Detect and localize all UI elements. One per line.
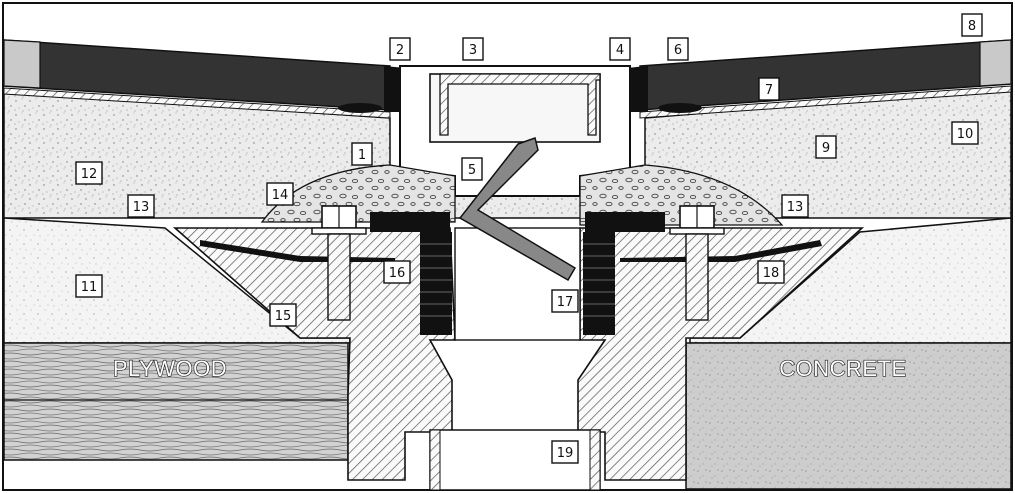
callout-label: 4 — [616, 43, 624, 58]
callout-5: 5 — [461, 157, 483, 181]
bond-bead-right — [658, 103, 702, 113]
callout-17: 17 — [551, 289, 579, 313]
callout-7: 7 — [758, 77, 780, 101]
callout-4: 4 — [609, 37, 631, 61]
callout-label: 10 — [957, 127, 974, 142]
callout-label: 3 — [469, 43, 477, 58]
callout-label: 14 — [272, 188, 289, 203]
callout-label: 7 — [765, 83, 773, 98]
outlet-pipe-wall-left — [429, 429, 441, 491]
callout-16: 16 — [383, 260, 411, 284]
callout-label: 19 — [557, 446, 574, 461]
callout-label: 1 — [358, 148, 366, 163]
callout-11: 11 — [75, 274, 103, 298]
bolt-right — [669, 205, 725, 321]
clamp-membrane-right — [620, 240, 822, 262]
pebble-fill-left — [260, 164, 456, 223]
bolt-left — [311, 205, 367, 321]
concrete-label: CONCRETE — [779, 356, 906, 381]
outlet-pipe-wall-right — [589, 429, 601, 491]
callout-15: 15 — [269, 303, 297, 327]
callout-6: 6 — [667, 37, 689, 61]
sealant-right — [626, 66, 648, 112]
callout-13: 13 — [781, 194, 809, 218]
callout-label: 12 — [81, 167, 98, 182]
callout-19: 19 — [551, 440, 579, 464]
callout-label: 13 — [133, 200, 150, 215]
clamp-membrane-left — [200, 240, 395, 262]
callout-label: 16 — [389, 266, 406, 281]
callout-12: 12 — [75, 161, 103, 185]
callout-label: 17 — [557, 295, 574, 310]
pebble-fill-right — [579, 164, 784, 226]
membrane-left — [3, 87, 391, 119]
gasket-right — [583, 212, 665, 335]
callout-14: 14 — [266, 182, 294, 206]
callout-8: 8 — [961, 13, 983, 37]
gasket-left — [370, 212, 452, 335]
grate — [439, 73, 601, 136]
callout-label: 11 — [81, 280, 98, 295]
callout-2: 2 — [389, 37, 411, 61]
tile-left-edge — [3, 39, 41, 89]
bond-bead-left — [338, 103, 382, 113]
callout-18: 18 — [757, 260, 785, 284]
callout-label: 8 — [968, 19, 976, 34]
plywood-substrate — [3, 342, 349, 461]
drain-body-right — [577, 227, 865, 481]
callout-label: 6 — [674, 43, 682, 58]
callout-label: 18 — [763, 266, 780, 281]
callout-10: 10 — [951, 121, 979, 145]
tile-right-edge — [979, 39, 1012, 87]
callout-label: 15 — [275, 309, 292, 324]
trap-flap — [458, 137, 577, 282]
callout-label: 2 — [396, 43, 404, 58]
callout-9: 9 — [815, 135, 837, 159]
callout-13: 13 — [127, 194, 155, 218]
callout-label: 5 — [468, 163, 476, 178]
callout-1: 1 — [351, 142, 373, 166]
callout-label: 9 — [822, 141, 830, 156]
callout-label: 13 — [787, 200, 804, 215]
callout-3: 3 — [462, 37, 484, 61]
membrane-right — [639, 85, 1012, 119]
plywood-label: PLYWOOD — [113, 356, 227, 381]
concrete-substrate — [685, 342, 1012, 490]
